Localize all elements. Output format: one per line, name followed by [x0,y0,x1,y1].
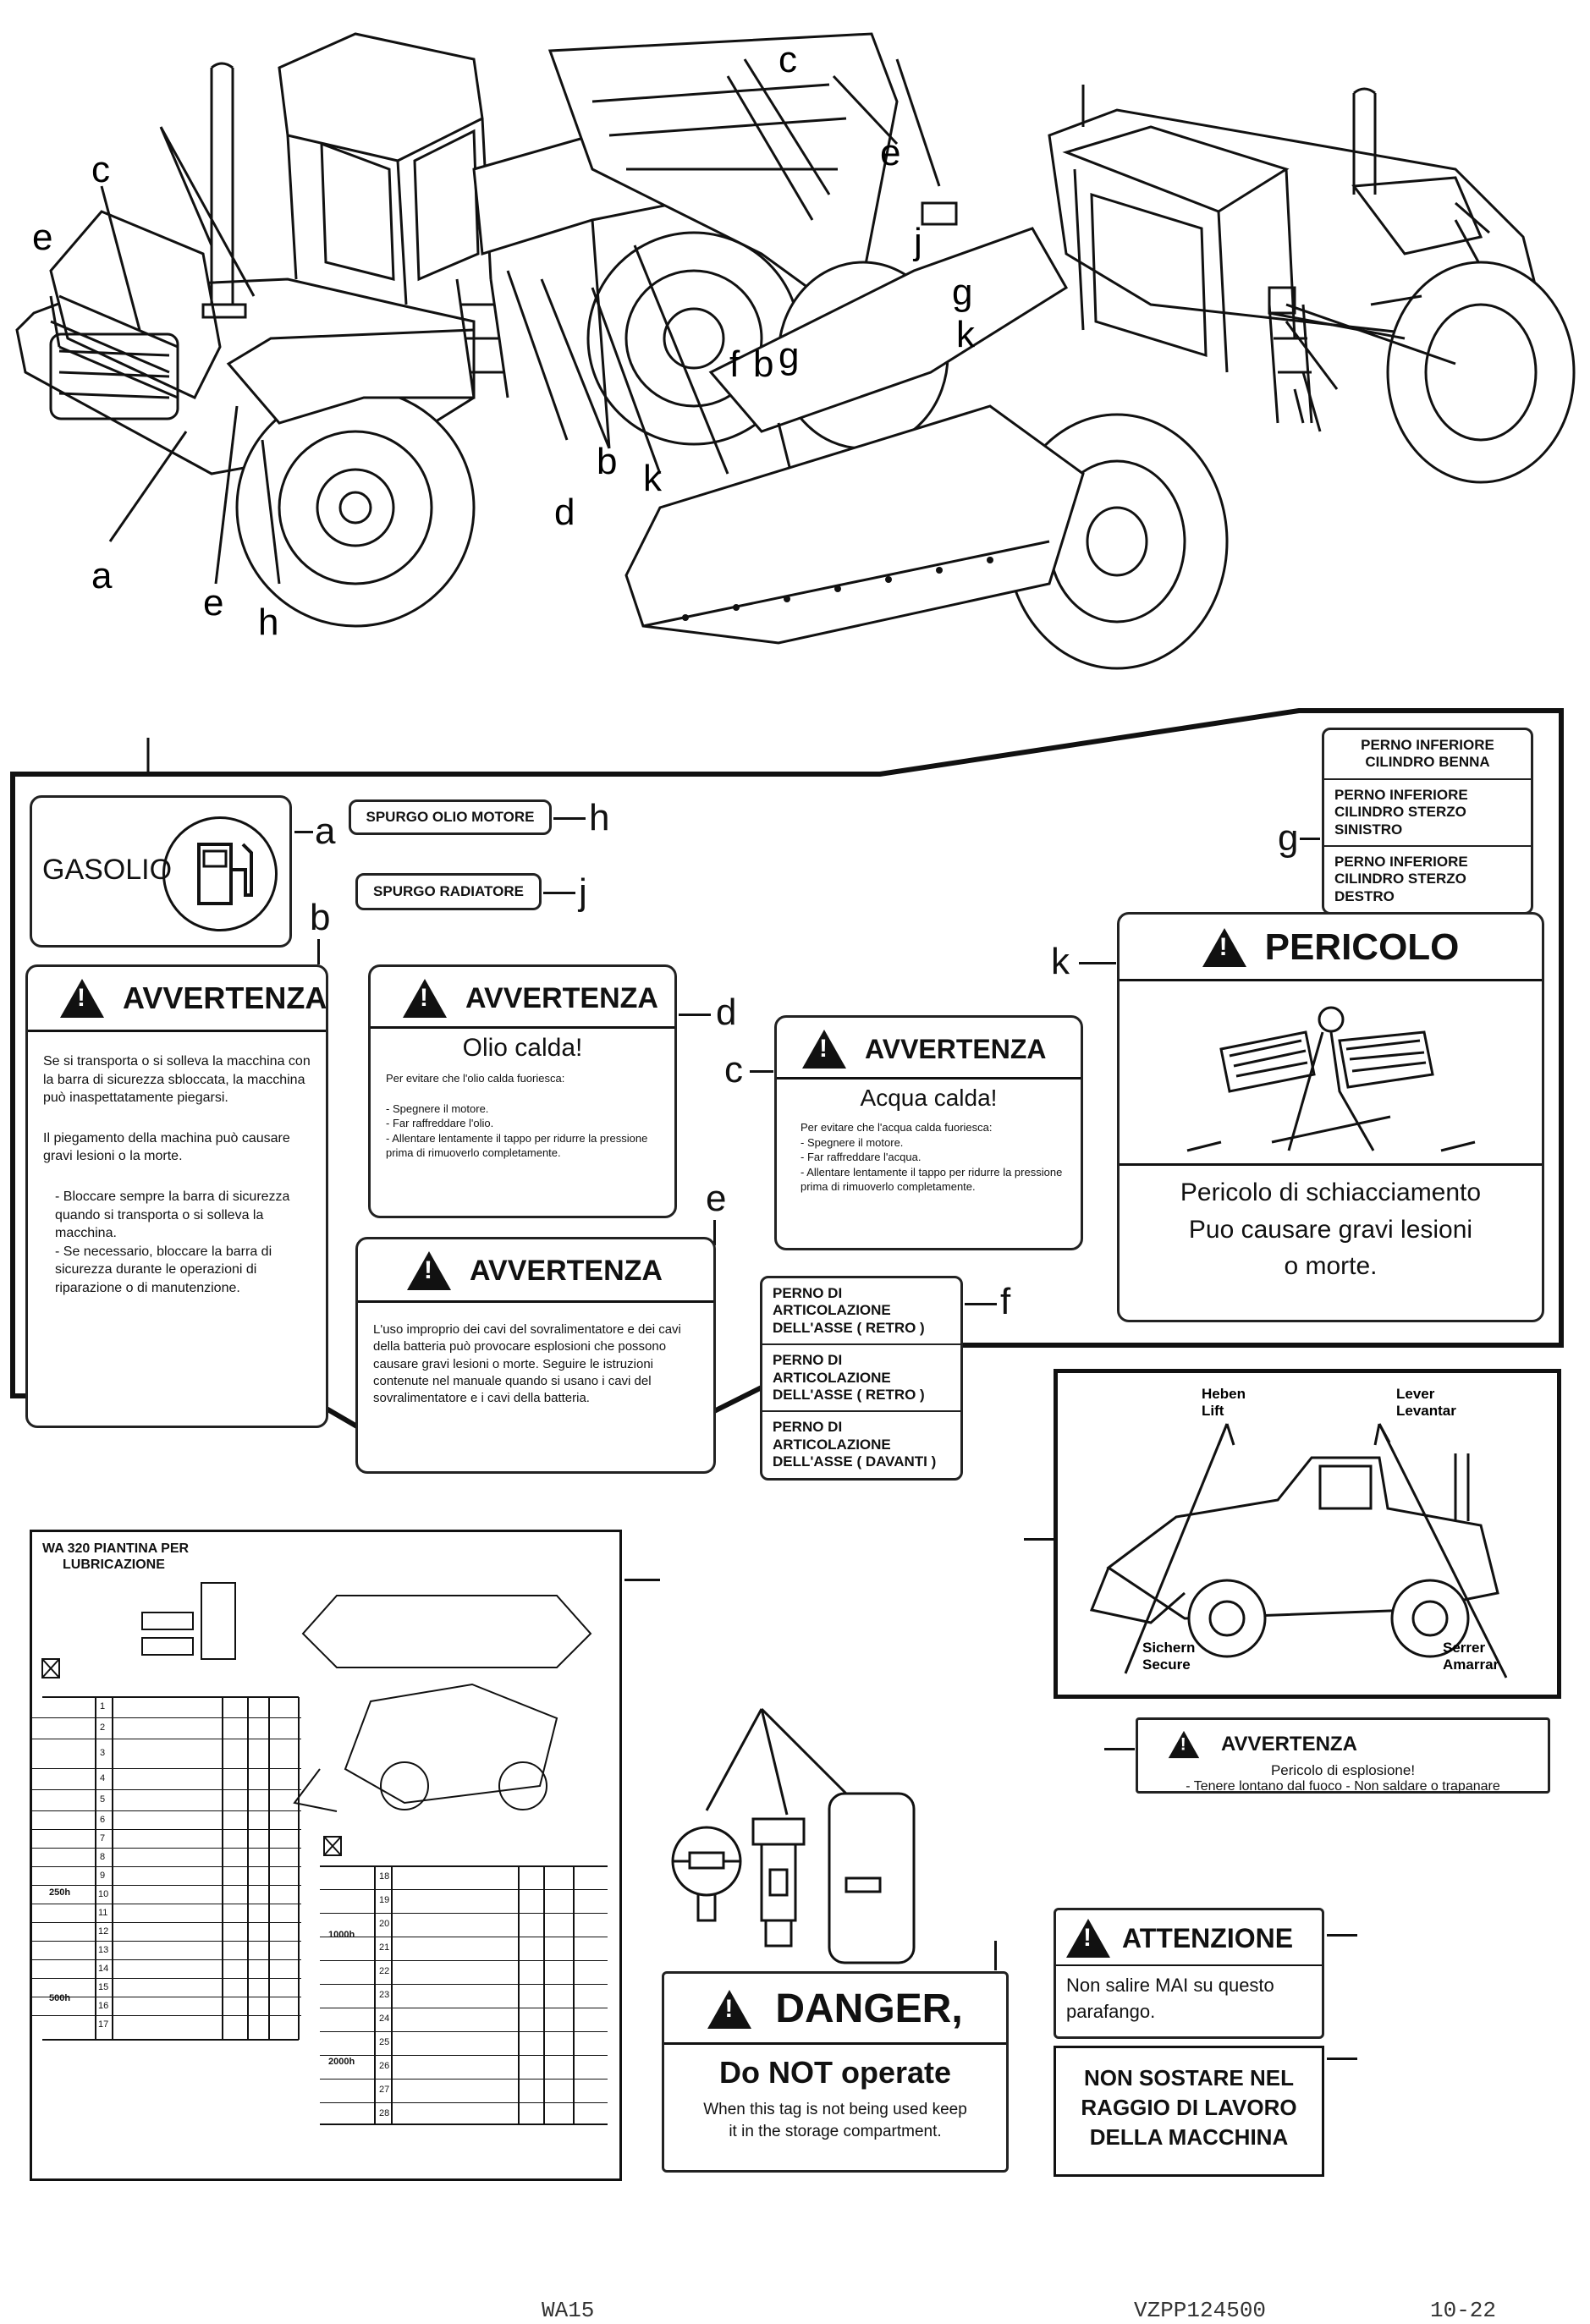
amarrar-label: Amarrar [1443,1656,1499,1673]
label-a: a [315,810,336,852]
lube-row: 18 [320,1866,608,1890]
footer-right: VZPP124500 [1134,2298,1267,2323]
lube-row: 8 [32,1849,301,1867]
callout-a-left: a [91,555,113,596]
lift-points-diagram: Heben Lift Lever Levantar Sichern Secure… [1054,1369,1561,1699]
lube-row: 24 [320,2008,608,2032]
warning-triangle-icon [403,979,447,1018]
decal-k-pericolo: PERICOLO Pericolo di schiacciamento Puo … [1117,912,1544,1322]
crush-hazard-icon [1186,1006,1476,1152]
lube-row: 13 [32,1942,301,1960]
levantar-label: Levantar [1396,1403,1456,1419]
callout-b-left: b [597,441,617,482]
lube-row: 2 [32,1718,301,1739]
callout-c-right: c [778,39,797,80]
explosion-warning-decal: AVVERTENZA Pericolo di esplosione! - Ten… [1136,1717,1550,1794]
serrer-label: Serrer [1443,1640,1485,1656]
lube-row: 26 [320,2056,608,2080]
lube-row: 7 [32,1830,301,1849]
callout-e-left-bottom: e [203,582,223,624]
decal-c-acqua-calda: AVVERTENZA Acqua calda! Per evitare che … [774,1015,1083,1250]
lube-row: 15 [32,1979,301,1997]
lube-row: 4 [32,1769,301,1790]
warning-triangle-icon [1168,1730,1200,1759]
label-h: h [589,797,610,838]
callout-g-right: g [952,272,972,313]
label-k: k [1051,941,1070,982]
callout-d-left: d [554,492,575,533]
warning-triangle-icon [1066,1919,1110,1958]
decal-b-avvertenza: AVVERTENZA Se si transporta o si solleva… [25,964,328,1428]
label-f: f [1000,1281,1011,1322]
lube-row: 11 [32,1904,301,1923]
secure-label: Secure [1142,1656,1191,1673]
interval-2000h: 2000h [328,2057,355,2067]
callout-e-left-top: e [32,217,52,258]
heben-label: Heben [1202,1386,1246,1402]
gasolio-text: GASOLIO [42,854,173,886]
lube-row: 22 [320,1961,608,1985]
callout-b-right: b [753,343,773,385]
lube-row: 12 [32,1923,301,1942]
label-d: d [716,992,737,1033]
callout-e-right: e [880,132,900,173]
lube-row: 14 [32,1960,301,1979]
label-e: e [706,1178,727,1219]
lube-row: 16 [32,1997,301,2016]
decal-h-spurgo-olio: SPURGO OLIO MOTORE [349,799,552,835]
lube-row: 20 [320,1914,608,1937]
attenzione-decal: ATTENZIONE Non salire MAI su questo para… [1054,1908,1324,2039]
lube-row: 25 [320,2032,608,2056]
lube-row: 27 [320,2080,608,2103]
warning-triangle-icon [802,1030,846,1069]
callout-k-left: k [643,458,663,499]
lube-row: 28 [379,2108,390,2118]
decal-d-olio-calda: AVVERTENZA Olio calda! Per evitare che l… [368,964,677,1218]
decal-g-perno-inferiore: PERNO INFERIORE CILINDRO BENNA PERNO INF… [1322,728,1533,915]
lube-row: 10 [32,1886,301,1904]
footer-left: WA15 [542,2298,595,2323]
label-c: c [724,1049,743,1091]
loader-right-illustration: c e j g k f b g [624,39,1576,670]
lever-label: Lever [1396,1386,1435,1402]
lube-row: 19 [320,1890,608,1914]
callout-h-left: h [258,602,278,643]
danger-tag: DANGER, Do NOT operate When this tag is … [662,1971,1009,2173]
interval-1000h: 1000h [328,1930,355,1940]
lube-row: 3 [32,1739,301,1769]
decal-a-gasolio: GASOLIO [30,795,292,948]
warning-triangle-icon [1202,928,1246,967]
callout-j-right: j [912,221,922,262]
label-b: b [310,897,331,938]
decal-f-perno-asse: PERNO DI ARTICOLAZIONE DELL'ASSE ( RETRO… [760,1276,963,1481]
interval-500h: 500h [49,1993,71,2003]
loader-left-illustration: c e a e h b d k [15,32,899,643]
lube-row: 17 [98,2019,109,2030]
lift-label: Lift [1202,1403,1224,1419]
callout-c-left: c [91,149,110,190]
callout-k-right: k [956,314,976,355]
decal-e-avvertenza: AVVERTENZA L'uso improprio dei cavi del … [355,1237,716,1474]
lube-row: 1 [32,1697,301,1718]
callout-f-right: f [729,343,740,385]
decal-j-spurgo-radiatore: SPURGO RADIATORE [355,873,542,910]
footer-page: 10-22 [1430,2298,1497,2323]
non-sostare-decal: NON SOSTARE NEL RAGGIO DI LAVORO DELLA M… [1054,2046,1324,2177]
lube-row: 23 [320,1985,608,2008]
lube-row: 5 [32,1790,301,1811]
fuel-pump-icon [162,816,278,931]
label-j: j [579,871,587,913]
lube-row: 21 [320,1937,608,1961]
interval-250h: 250h [49,1887,71,1898]
label-g: g [1278,817,1299,859]
warning-triangle-icon [707,1989,752,2029]
lube-row: 6 [32,1811,301,1830]
sichern-label: Sichern [1142,1640,1195,1656]
filter-decal-locations [671,1707,916,1964]
warning-triangle-icon [60,979,104,1018]
lubrication-chart-decal: WA 320 PIANTINA PER LUBRICAZIONE [30,1530,622,2181]
warning-triangle-icon [407,1251,451,1290]
callout-g2-right: g [778,335,799,376]
lube-row: 9 [32,1867,301,1886]
